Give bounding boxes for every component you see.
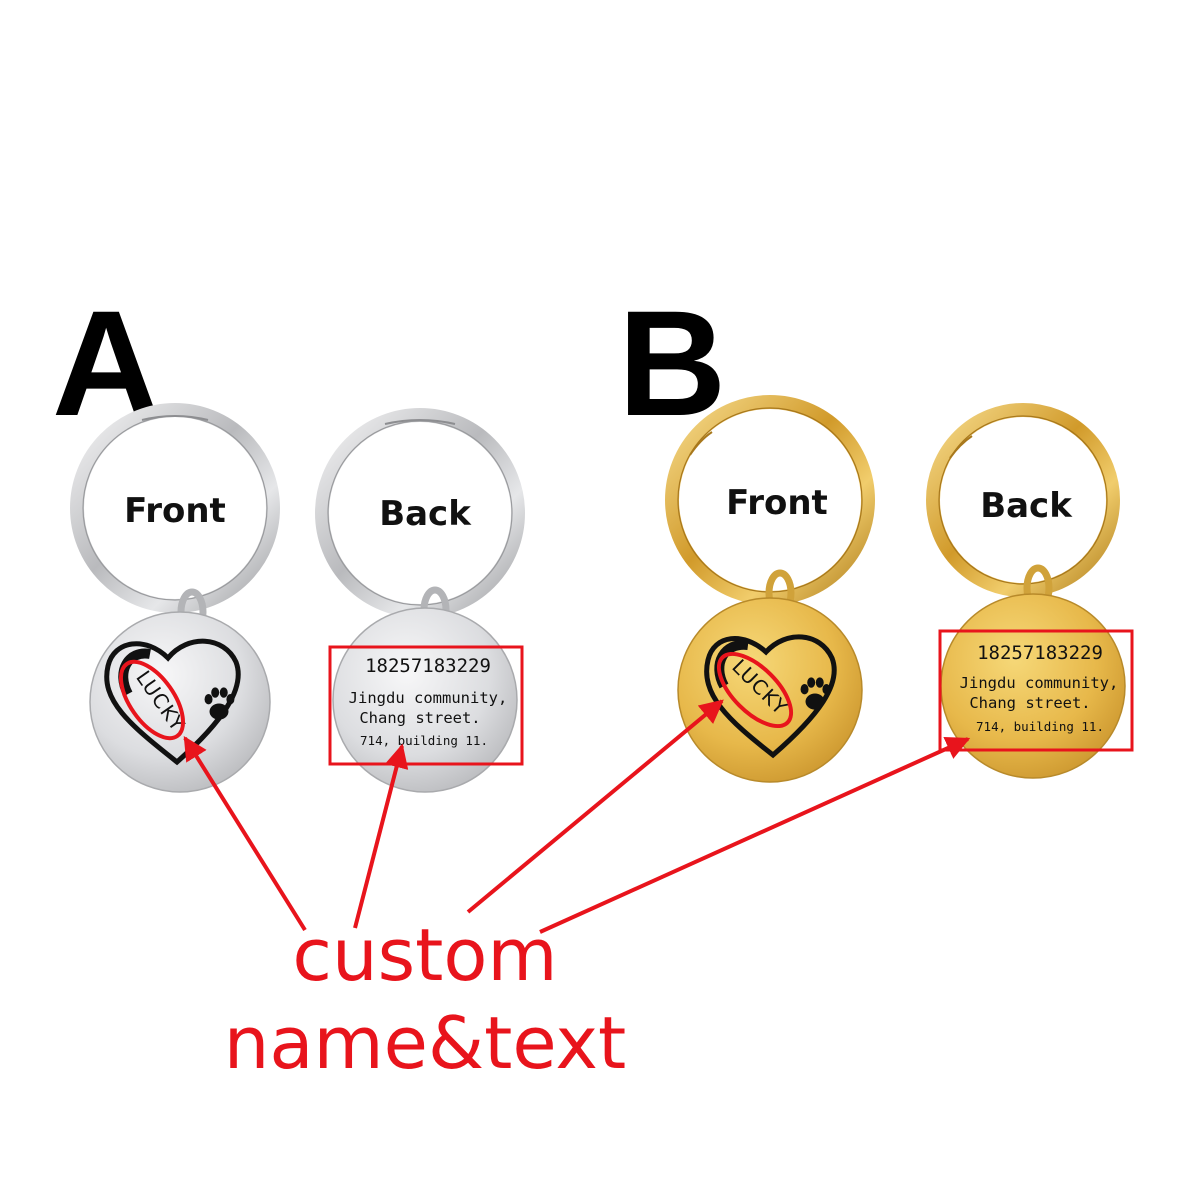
variant-b-front-keychain: LUCKY Front	[665, 395, 875, 783]
arrow-icon	[183, 735, 307, 932]
address-line-1: Jingdu community,	[960, 674, 1119, 692]
gold-tag-front	[677, 597, 863, 783]
custom-caption-line2: name&text	[224, 1001, 626, 1085]
custom-caption-line1: custom	[292, 913, 557, 997]
front-label: Front	[124, 491, 226, 531]
back-label: Back	[980, 486, 1073, 526]
name-highlight-circle	[716, 651, 794, 729]
text-highlight-box	[328, 645, 524, 766]
variant-a-back-keychain: 18257183229 Jingdu community, Chang stre…	[315, 408, 525, 793]
variant-a-front-keychain: LUCKY Front	[70, 403, 280, 793]
phone-number-text: 18257183229	[365, 655, 491, 677]
phone-number-text: 18257183229	[977, 642, 1103, 664]
name-highlight-circle	[118, 659, 186, 741]
address-line-1: Jingdu community,	[349, 689, 508, 707]
variant-b-back-keychain: 18257183229 Jingdu community, Chang stre…	[926, 403, 1134, 779]
silver-tag-back	[332, 607, 518, 793]
address-line-3: 714, building 11.	[360, 733, 488, 748]
annotation-arrows	[183, 699, 971, 934]
address-line-2: Chang street.	[359, 709, 480, 727]
address-line-3: 714, building 11.	[976, 719, 1104, 734]
back-label: Back	[379, 494, 472, 534]
arrow-icon	[466, 699, 724, 914]
front-label: Front	[726, 483, 828, 523]
address-line-2: Chang street.	[969, 694, 1090, 712]
arrow-icon	[539, 736, 971, 934]
arrow-icon	[353, 743, 409, 929]
text-highlight-box	[938, 629, 1134, 752]
split-ring-icon	[70, 403, 280, 613]
split-ring-icon	[926, 403, 1120, 597]
